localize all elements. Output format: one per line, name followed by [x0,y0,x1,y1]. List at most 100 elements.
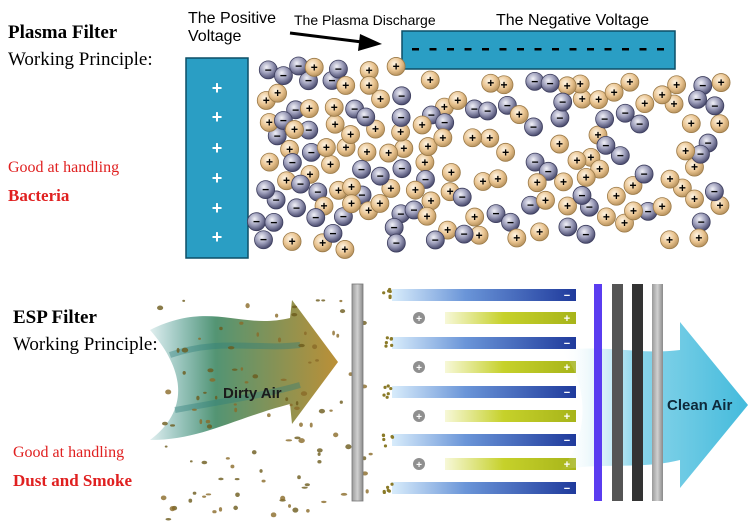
dust-speck [214,395,218,400]
svg-text:+: + [365,204,372,218]
dust-speck [235,492,240,498]
dust-speck [285,439,293,442]
svg-text:−: − [289,156,296,170]
negative-particle: − [558,217,578,237]
dust-speck [209,378,216,382]
dust-speck [280,378,287,381]
negative-dash [657,48,664,51]
dust-particles [157,299,373,521]
svg-text:+: + [573,153,580,167]
svg-text:−: − [471,102,478,116]
negative-dash [604,48,612,51]
negative-particle: − [254,230,273,250]
positive-particle: + [567,151,587,170]
svg-text:−: − [391,220,398,234]
svg-text:−: − [622,106,629,120]
svg-text:+: + [556,137,563,151]
negative-collector-plate: − [382,384,576,399]
positive-particle: + [597,207,616,227]
negative-dash [552,48,559,51]
svg-text:+: + [425,140,432,154]
dust-speck [188,498,193,503]
svg-text:+: + [716,198,723,212]
svg-text:−: − [705,136,712,150]
positive-particle: + [554,172,573,192]
dust-speck [306,508,310,513]
dust-speck [212,510,217,514]
dust-speck [261,479,266,483]
dust-speck [176,347,180,353]
dust-speck [239,321,244,325]
svg-text:−: − [601,112,608,126]
svg-text:+: + [621,216,628,230]
positive-voltage-line2: Voltage [188,28,242,45]
negative-particle: − [454,224,474,244]
svg-text:−: − [545,164,552,178]
svg-text:+: + [480,175,487,189]
negative-dash [569,48,577,51]
dust-speck [280,495,286,501]
dust-speck [202,495,207,498]
negative-particle: − [596,136,616,155]
svg-text:−: − [530,120,537,134]
dust-speck [231,368,238,371]
dust-speck [270,512,277,518]
svg-text:−: − [697,147,704,161]
dust-speck [160,495,167,501]
negative-dash [639,48,647,51]
positive-particle: + [381,179,401,198]
positive-collector-plate: + [445,312,576,325]
dust-speck [199,419,203,425]
positive-particle: + [589,90,608,110]
positive-particle: + [463,128,482,148]
svg-text:+: + [679,181,686,195]
svg-text:+: + [419,118,426,132]
svg-text:−: − [308,145,315,159]
positive-particle: + [325,114,345,134]
ion-icon: + [413,361,425,374]
svg-text:+: + [671,97,678,111]
svg-text:+: + [274,86,281,100]
svg-text:+: + [542,193,549,207]
dust-speck [206,424,213,429]
svg-text:−: − [305,74,312,88]
negative-particle: − [425,230,445,250]
svg-text:+: + [393,59,400,73]
negative-particle: − [256,180,276,200]
negative-collector-plate: − [384,336,576,350]
dust-speck [256,332,260,337]
dust-speck [182,371,186,375]
svg-text:−: − [484,104,491,118]
svg-text:+: + [641,97,648,111]
svg-text:+: + [423,209,430,223]
positive-particle: + [342,177,361,197]
dust-speck [292,507,299,513]
negative-particle: − [392,159,412,179]
positive-particle: + [496,142,516,162]
negative-particle: − [247,212,266,232]
positive-sign: + [212,198,223,218]
svg-text:−: − [698,215,705,229]
plasma-good-at: Good at handling [8,159,120,176]
negative-electrode-signs [412,48,664,51]
positive-particle: + [652,197,672,217]
post-filter-light [652,284,663,501]
svg-text:+: + [447,185,454,199]
positive-particle: + [379,143,399,163]
dust-speck [345,444,352,450]
positive-particle: + [421,191,441,211]
dust-speck [219,326,223,331]
svg-text:−: − [351,102,358,116]
svg-text:−: − [531,74,538,88]
dust-speck [205,493,212,496]
svg-text:+: + [348,197,355,211]
positive-particle: + [660,169,680,189]
svg-text:+: + [596,162,603,176]
svg-text:+: + [564,411,570,423]
svg-text:+: + [343,140,350,154]
positive-particle: + [507,228,527,248]
dust-speck [230,464,235,469]
negative-particle: − [705,96,725,116]
negative-particle: − [478,101,498,121]
negative-particle: − [392,86,412,106]
